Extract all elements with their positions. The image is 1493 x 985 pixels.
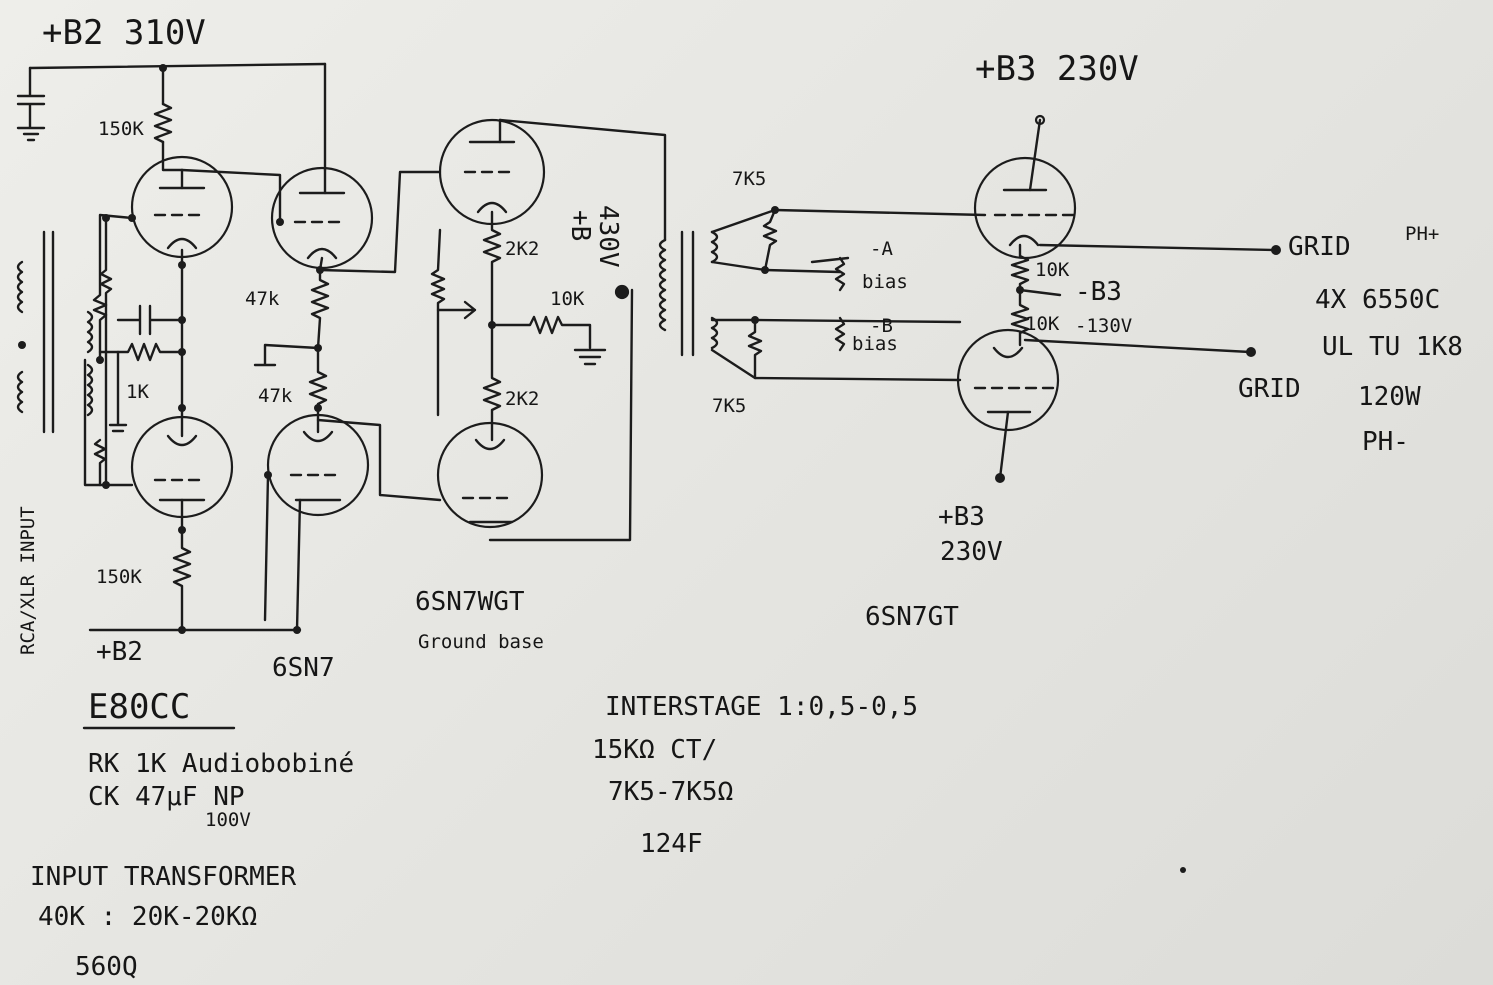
stage2-r1-label: 47k — [245, 288, 280, 310]
bias-b-label: -B — [870, 315, 893, 337]
output-tube-label: 6SN7GT — [865, 602, 959, 632]
b-interstage-voltage-label: 430V — [593, 205, 623, 268]
stage1-note-1: RK 1K Audiobobiné — [88, 749, 354, 779]
stage3-tube-label: 6SN7WGT — [415, 587, 525, 617]
ul-mode-label: UL TU 1K8 — [1322, 332, 1463, 362]
stage2-tube-label: 6SN7 — [272, 653, 335, 683]
b2-top-label: +B2 310V — [42, 13, 206, 53]
bias-a-text: bias — [862, 271, 908, 293]
input-transformer-ratio: 40K : 20K-20KΩ — [38, 902, 257, 932]
b3-top-label: +B3 230V — [975, 49, 1139, 89]
power-label: 120W — [1358, 382, 1421, 412]
b3-bottom-label: +B3 — [938, 502, 985, 532]
6sn7gt-top-tube — [973, 114, 1077, 260]
interstage-line-3: 7K5-7K5Ω — [608, 777, 733, 807]
stage1-note-3: 100V — [205, 809, 251, 831]
b3-neg-label: -B3 — [1075, 277, 1122, 307]
interstage-r-bottom-label: 7K5 — [712, 395, 746, 417]
bias-b-text: bias — [852, 333, 898, 355]
stage3-mode-label: Ground base — [418, 631, 544, 653]
stage1-r-bottom-label: 150K — [96, 566, 142, 588]
6sn7-top-tube — [270, 166, 374, 270]
b2-bottom-label: +B2 — [96, 637, 143, 667]
interstage-line-4: 124F — [640, 829, 703, 859]
interstage-r-top-label: 7K5 — [732, 168, 766, 190]
interstage-transformer — [658, 206, 987, 382]
grid-bottom-label: GRID — [1238, 374, 1301, 404]
stage3-r-ground-label: 10K — [550, 288, 585, 310]
output-r2-label: 10K — [1025, 313, 1060, 335]
stage3-r-bottom-label: 2K2 — [505, 388, 539, 410]
input-transformer-title: INPUT TRANSFORMER — [30, 862, 296, 892]
grid-top-label: GRID — [1288, 232, 1351, 262]
interstage-line-2: 15KΩ CT/ — [592, 735, 717, 765]
b2-rail — [16, 62, 327, 172]
stage3-r-top-label: 2K2 — [505, 238, 539, 260]
b-interstage-label: +B — [565, 210, 595, 241]
stage1-note-2: CK 47μF NP — [88, 782, 245, 812]
b3-neg-value-label: -130V — [1075, 315, 1132, 337]
output-r1-label: 10K — [1035, 259, 1070, 281]
stage1-r-cathode-label: 1K — [126, 381, 149, 403]
stage2-r2-label: 47k — [258, 385, 293, 407]
bias-a-label: -A — [870, 238, 893, 260]
stage2-wiring — [253, 170, 442, 634]
6sn7wgt-bottom-tube — [436, 421, 544, 529]
ph-minus-label: PH- — [1362, 427, 1409, 457]
input-transformer-model: 560Q — [75, 952, 138, 982]
interstage-line-1: INTERSTAGE 1:0,5-0,5 — [605, 692, 918, 722]
stage1-r-top-label: 150K — [98, 118, 144, 140]
output-tubes-label: 4X 6550C — [1315, 285, 1440, 315]
input-label: RCA/XLR INPUT — [17, 506, 39, 655]
6sn7gt-bottom-tube — [956, 328, 1060, 483]
stage3-wiring — [430, 118, 667, 542]
b3-bottom-voltage-label: 230V — [940, 537, 1003, 567]
e80cc-label: E80CC — [88, 687, 190, 727]
ph-plus-label: PH+ — [1405, 223, 1439, 245]
pen-dot — [1180, 867, 1186, 873]
input-transformer-symbol — [16, 230, 94, 434]
stage1-wiring — [83, 66, 302, 634]
6sn7wgt-top-tube — [438, 118, 546, 226]
output-wiring — [1010, 243, 1281, 357]
